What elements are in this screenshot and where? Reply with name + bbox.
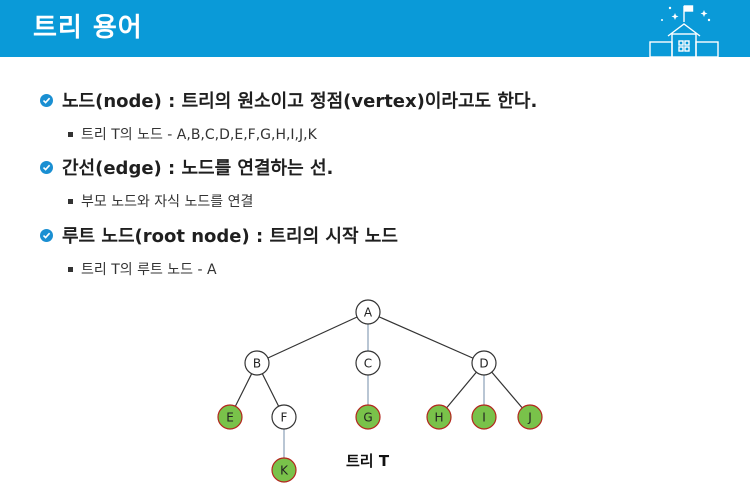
- bullet-item: 간선(edge) : 노드를 연결하는 선.: [40, 154, 333, 180]
- tree-node-circle: [244, 350, 270, 376]
- tree-node-label: D: [479, 357, 488, 371]
- tree-node-circle: [471, 350, 497, 376]
- tree-node-label: I: [482, 411, 486, 425]
- tree-node-G: G: [355, 404, 381, 430]
- tree-node-E: E: [217, 404, 243, 430]
- bullet-item: 루트 노드(root node) : 트리의 시작 노드: [40, 222, 398, 248]
- tree-node-label: F: [281, 411, 288, 425]
- bullet-item: 노드(node) : 트리의 원소이고 정점(vertex)이라고도 한다.: [40, 87, 537, 113]
- tree-node-circle: [355, 299, 381, 325]
- tree-node-label: J: [527, 411, 532, 425]
- tree-node-circle: [426, 404, 452, 430]
- page-title: 트리 용어: [33, 13, 143, 43]
- check-circle-icon: [40, 228, 53, 242]
- tree-node-label: K: [280, 464, 289, 478]
- tree-edge-A-B: [256, 311, 369, 364]
- tree-node-circle: [355, 404, 381, 430]
- tree-node-K: K: [271, 457, 297, 483]
- tree-node-circle: [355, 350, 381, 376]
- tree-node-I: I: [471, 404, 497, 430]
- sub-bullet-text: 트리 T의 루트 노드 - A: [81, 262, 217, 278]
- tree-node-C: C: [355, 350, 381, 376]
- sub-bullet-item: 트리 T의 루트 노드 - A: [68, 259, 217, 279]
- tree-node-J: J: [517, 404, 543, 430]
- sub-bullet-text: 부모 노드와 자식 노드를 연결: [81, 194, 254, 210]
- square-bullet-icon: [68, 266, 73, 272]
- tree-node-H: H: [426, 404, 452, 430]
- tree-node-B: B: [244, 350, 270, 376]
- sub-bullet-item: 트리 T의 노드 - A,B,C,D,E,F,G,H,I,J,K: [68, 124, 317, 144]
- square-bullet-icon: [68, 131, 73, 137]
- tree-node-label: C: [364, 357, 372, 371]
- tree-node-circle: [271, 404, 297, 430]
- tree-caption: 트리 T: [346, 452, 390, 470]
- square-bullet-icon: [68, 198, 73, 204]
- tree-node-circle: [517, 404, 543, 430]
- tree-node-circle: [271, 457, 297, 483]
- sub-bullet-item: 부모 노드와 자식 노드를 연결: [68, 191, 253, 211]
- bullet-text: 노드(node) : 트리의 원소이고 정점(vertex)이라고도 한다.: [62, 91, 538, 112]
- tree-node-D: D: [471, 350, 497, 376]
- check-circle-icon: [40, 160, 53, 174]
- bullet-list: 노드(node) : 트리의 원소이고 정점(vertex)이라고도 한다. 트…: [40, 87, 537, 279]
- tree-edge-A-D: [367, 311, 485, 364]
- tree-node-label: A: [364, 306, 373, 320]
- tree-node-label: E: [226, 411, 234, 425]
- tree-node-circle: [471, 404, 497, 430]
- tree-node-label: G: [363, 411, 372, 425]
- sub-bullet-text: 트리 T의 노드 - A,B,C,D,E,F,G,H,I,J,K: [81, 127, 317, 143]
- school-building-icon: [649, 5, 719, 57]
- header-bar: 트리 용어: [0, 0, 750, 57]
- tree-node-F: F: [271, 404, 297, 430]
- tree-node-A: A: [355, 299, 381, 325]
- tree-node-circle: [217, 404, 243, 430]
- bullet-text: 간선(edge) : 노드를 연결하는 선.: [62, 158, 334, 179]
- tree-node-label: B: [253, 357, 261, 371]
- bullet-text: 루트 노드(root node) : 트리의 시작 노드: [62, 226, 398, 247]
- check-circle-icon: [40, 93, 53, 107]
- tree-node-label: H: [434, 411, 443, 425]
